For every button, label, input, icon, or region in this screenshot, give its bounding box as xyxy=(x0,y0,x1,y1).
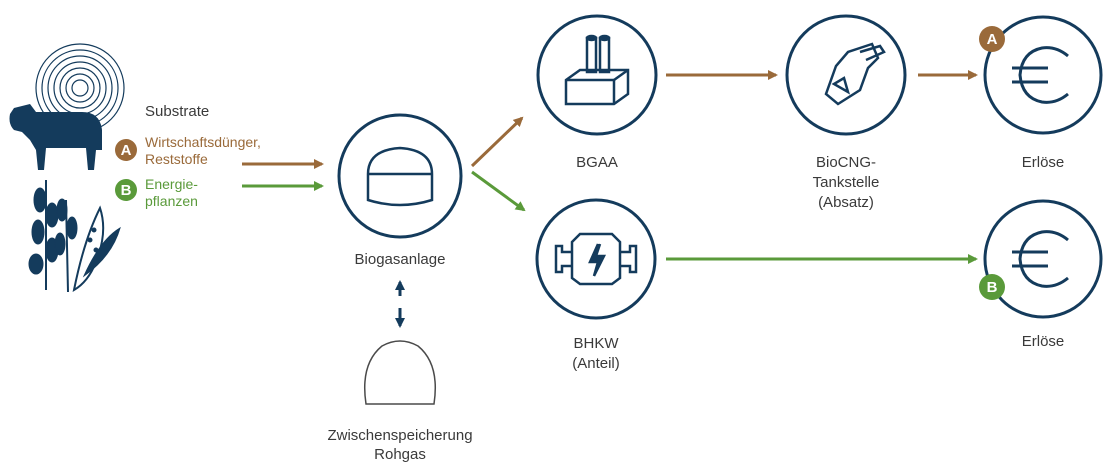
bgaa-label: BGAA xyxy=(576,154,618,171)
bhkw-label-line2: (Anteil) xyxy=(572,355,620,372)
substrate-b-label-line1: Energie- xyxy=(145,176,198,192)
biocng-label-line2: Tankstelle xyxy=(812,174,880,191)
erloese-a-label: Erlöse xyxy=(1021,154,1065,171)
erloese-b-node xyxy=(983,199,1103,319)
badge-b-substrate: B xyxy=(115,179,137,201)
arrow-biogas-bgaa xyxy=(470,116,524,168)
substrate-a-label-line1: Wirtschaftsdünger, xyxy=(145,134,261,150)
cow-icon xyxy=(9,104,102,170)
erloese-a-node xyxy=(983,15,1103,135)
substrate-a-label-line2: Reststoffe xyxy=(145,151,208,167)
substrate-title: Substrate xyxy=(145,103,210,120)
substrate-b-label-line2: pflanzen xyxy=(145,193,198,209)
euro-icon xyxy=(1012,230,1069,288)
biocng-label-line1: BioCNG- xyxy=(815,154,876,171)
fuel-nozzle-icon xyxy=(824,42,886,106)
plants-icon xyxy=(28,180,121,293)
biogas-node xyxy=(337,113,463,239)
biogas-digester-icon xyxy=(366,146,434,207)
erloese-b-label: Erlöse xyxy=(1021,333,1065,350)
gas-storage-icon xyxy=(363,340,437,405)
storage-label-line2: Rohgas xyxy=(374,446,426,463)
badge-a-substrate: A xyxy=(115,139,137,161)
euro-icon xyxy=(1012,46,1069,104)
biocng-label-line3: (Absatz) xyxy=(818,194,874,211)
bhkw-label-line1: BHKW xyxy=(573,335,619,352)
svg-text:A: A xyxy=(121,142,132,159)
storage-label-line1: Zwischenspeicherung xyxy=(327,427,473,444)
factory-icon xyxy=(564,34,630,106)
svg-text:B: B xyxy=(987,279,998,296)
badge-b-erloese: B xyxy=(979,274,1005,300)
bhkw-node xyxy=(535,198,657,320)
bgaa-node xyxy=(536,14,658,136)
svg-text:B: B xyxy=(121,182,132,199)
arrow-biogas-bhkw xyxy=(471,170,526,212)
svg-text:A: A xyxy=(987,31,998,48)
engine-icon xyxy=(554,232,638,286)
biogas-label: Biogasanlage xyxy=(354,251,446,268)
biocng-node xyxy=(785,14,907,136)
badge-a-erloese: A xyxy=(979,26,1005,52)
